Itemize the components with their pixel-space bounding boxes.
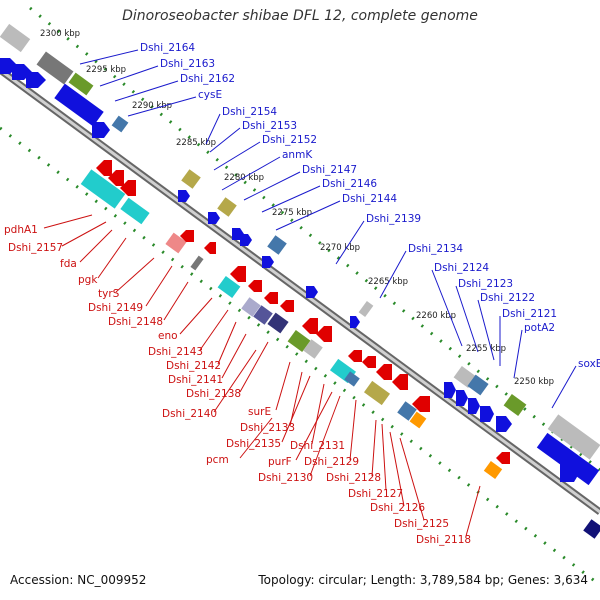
upper-gene-labels: Dshi_2164 Dshi_2163 Dshi_2162 cysE Dshi_… — [140, 42, 600, 370]
gene-label[interactable]: Dshi_2144 — [342, 193, 397, 205]
gene-label[interactable]: tyrS — [98, 288, 120, 300]
gene-label[interactable]: Dshi_2139 — [366, 213, 421, 225]
kbp-label: 2260 kbp — [416, 311, 456, 321]
genome-summary-text: Topology: circular; Length: 3,789,584 bp… — [258, 573, 588, 587]
gene-label[interactable]: anmK — [282, 149, 313, 161]
gene-label[interactable]: Dshi_2154 — [222, 106, 277, 118]
gene-label[interactable]: Dshi_2146 — [322, 178, 377, 190]
kbp-label: 2300 kbp — [40, 29, 80, 39]
gene-label[interactable]: Dshi_2140 — [162, 408, 217, 420]
forward-genes — [0, 23, 600, 539]
gene-label[interactable]: Dshi_2157 — [8, 242, 63, 254]
gene-label[interactable]: Dshi_2118 — [416, 534, 471, 546]
upper-leaders — [79, 49, 577, 409]
gene-label[interactable]: Dshi_2130 — [258, 472, 313, 484]
gene-label[interactable]: Dshi_2133 — [240, 422, 295, 434]
gene-label[interactable]: purF — [268, 456, 292, 468]
gene-label[interactable]: Dshi_2121 — [502, 308, 557, 320]
gene-label[interactable]: fda — [60, 258, 77, 270]
gene-label[interactable]: pdhA1 — [4, 224, 38, 236]
gene-label[interactable]: pgk — [78, 274, 98, 286]
gene-label[interactable]: Dshi_2122 — [480, 292, 535, 304]
gene-label[interactable]: Dshi_2128 — [326, 472, 381, 484]
kbp-label: 2265 kbp — [368, 277, 408, 287]
gene-label[interactable]: Dshi_2152 — [262, 134, 317, 146]
kbp-label: 2290 kbp — [132, 101, 172, 111]
gene-label[interactable]: Dshi_2164 — [140, 42, 195, 54]
kbp-label: 2270 kbp — [320, 243, 360, 253]
scale-track-inner — [0, 126, 600, 587]
kbp-label: 2250 kbp — [514, 377, 554, 387]
map-title: Dinoroseobacter shibae DFL 12, complete … — [122, 8, 478, 24]
accession-text: Accession: NC_009952 — [10, 573, 147, 587]
gene-label[interactable]: Dshi_2163 — [160, 58, 215, 70]
gene-label[interactable]: Dshi_2142 — [166, 360, 221, 372]
kbp-label: 2255 kbp — [466, 344, 506, 354]
gene-label[interactable]: Dshi_2141 — [168, 374, 223, 386]
kbp-label: 2275 kbp — [272, 208, 312, 218]
gene-label[interactable]: Dshi_2147 — [302, 164, 357, 176]
genome-backbone — [0, 67, 600, 515]
gene-label[interactable]: Dshi_2123 — [458, 278, 513, 290]
gene-label[interactable]: Dshi_2134 — [408, 243, 463, 255]
gene-label[interactable]: Dshi_2143 — [148, 346, 203, 358]
gene-label[interactable]: cysE — [198, 89, 222, 101]
lower-leaders — [43, 214, 481, 537]
lower-gene-labels: pdhA1 Dshi_2157 fda pgk tyrS Dshi_2149 D… — [4, 224, 471, 546]
kbp-label: 2295 kbp — [86, 65, 126, 75]
gene-label[interactable]: Dshi_2126 — [370, 502, 425, 514]
gene-label[interactable]: soxB — [578, 358, 600, 370]
gene-label[interactable]: Dshi_2162 — [180, 73, 235, 85]
gene-label[interactable]: pcm — [206, 454, 229, 466]
gene-label[interactable]: Dshi_2125 — [394, 518, 449, 530]
gene-label[interactable]: potA2 — [524, 322, 555, 334]
gene-label[interactable]: Dshi_2153 — [242, 120, 297, 132]
gene-label[interactable]: Dshi_2127 — [348, 488, 403, 500]
gene-label[interactable]: Dshi_2131 — [290, 440, 345, 452]
gene-label[interactable]: eno — [158, 330, 178, 342]
gene-label[interactable]: Dshi_2148 — [108, 316, 163, 328]
gene-label[interactable]: Dshi_2149 — [88, 302, 143, 314]
gene-label[interactable]: surE — [248, 406, 271, 418]
gene-label[interactable]: Dshi_2124 — [434, 262, 489, 274]
gene-label[interactable]: Dshi_2135 — [226, 438, 281, 450]
reverse-genes — [80, 160, 510, 479]
gene-label[interactable]: Dshi_2138 — [186, 388, 241, 400]
kbp-label: 2285 kbp — [176, 138, 216, 148]
gene-label[interactable]: Dshi_2129 — [304, 456, 359, 468]
scale-labels: 2300 kbp 2295 kbp 2290 kbp 2285 kbp 2280… — [40, 29, 554, 387]
